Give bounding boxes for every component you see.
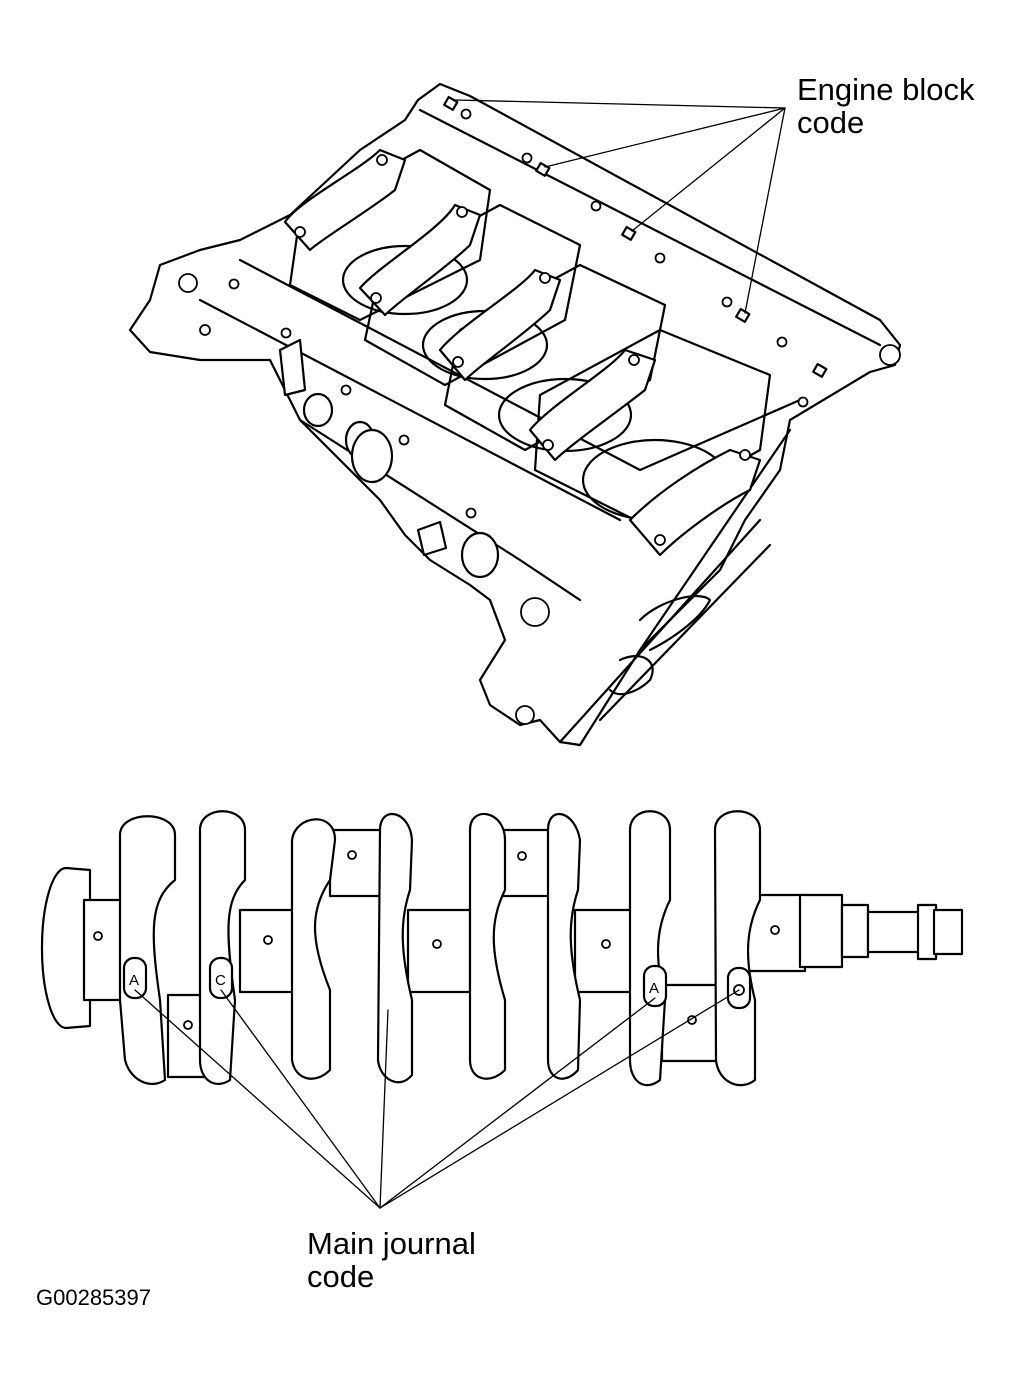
journal-mark-3: A [649,980,659,997]
journal-mark-1: A [129,972,139,989]
cylinder-bays [288,148,772,522]
side-bosses [278,338,712,696]
figure-id-label: G00285397 [36,1285,151,1310]
engine-block-code-label-line2: code [797,104,865,140]
main-journal-code-marks: A C A [122,956,752,1010]
engine-block-code-leaders [454,99,786,314]
crank-webs [118,810,762,1087]
journal-mark-2: C [215,972,226,989]
main-journal-code-label: Main journal code [307,1226,476,1294]
main-journal-code-label-line2: code [307,1258,375,1294]
bearing-caps [283,148,762,557]
main-journal-code-label-line1: Main journal [307,1226,476,1261]
main-journal-code-leaders [134,989,740,1209]
bolt-holes [178,108,901,725]
crankshaft-drawing: A C A [40,810,964,1209]
engine-block-code-label: Engine block code [797,72,975,140]
engine-block-code-label-line1: Engine block [797,72,975,107]
oil-holes [93,850,780,1030]
engine-block-drawing [128,82,902,747]
